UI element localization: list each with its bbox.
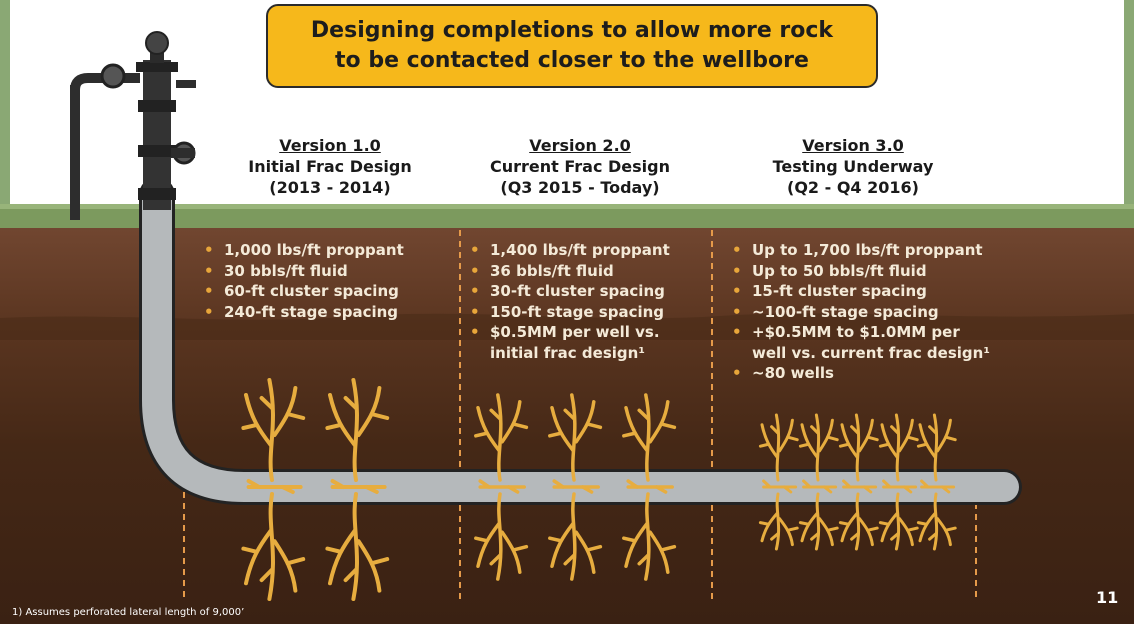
version-2-header: Version 2.0 Current Frac Design (Q3 2015… xyxy=(465,135,695,198)
bullet-item-continuation: initial frac design¹ xyxy=(490,343,645,362)
bullet-item: $0.5MM per well vs. xyxy=(466,322,670,343)
version-subtitle: Testing Underway xyxy=(772,157,934,176)
bullet-item: 1,000 lbs/ft proppant xyxy=(200,240,404,261)
bullet-item: 30-ft cluster spacing xyxy=(466,281,670,302)
fracture-icon xyxy=(241,378,306,601)
version-2-bullets: 1,400 lbs/ft proppant 36 bbls/ft fluid 3… xyxy=(466,240,670,363)
bullet-item: 36 bbls/ft fluid xyxy=(466,261,670,282)
version-1-bullets: 1,000 lbs/ft proppant 30 bbls/ft fluid 6… xyxy=(200,240,404,322)
footnote: 1) Assumes perforated lateral length of … xyxy=(12,607,245,618)
bullet-item: 15-ft cluster spacing xyxy=(728,281,990,302)
version-subtitle: Current Frac Design xyxy=(489,157,670,176)
left-border-bar xyxy=(0,0,10,212)
bullet-item: +$0.5MM to $1.0MM per xyxy=(728,322,990,343)
version-period: (2013 - 2014) xyxy=(269,178,391,197)
title-line-2: to be contacted closer to the wellbore xyxy=(335,48,809,73)
right-border-bar xyxy=(1124,0,1134,212)
version-name: Version 2.0 xyxy=(529,136,631,155)
fracture-icon xyxy=(622,393,677,581)
fracture-network xyxy=(241,378,957,601)
bullet-item: Up to 1,700 lbs/ft proppant xyxy=(728,240,990,261)
fracture-icon xyxy=(325,378,390,601)
fracture-icon xyxy=(548,393,603,581)
wellhead-icon xyxy=(70,31,196,220)
bullet-item: ~80 wells xyxy=(728,363,990,384)
fracture-icon xyxy=(798,413,839,551)
version-1-header: Version 1.0 Initial Frac Design (2013 - … xyxy=(215,135,445,198)
version-name: Version 1.0 xyxy=(279,136,381,155)
version-name: Version 3.0 xyxy=(802,136,904,155)
fracture-icon xyxy=(878,413,919,551)
fracture-icon xyxy=(838,413,879,551)
bullet-item: 1,400 lbs/ft proppant xyxy=(466,240,670,261)
version-3-header: Version 3.0 Testing Underway (Q2 - Q4 20… xyxy=(738,135,968,198)
bullet-item: 30 bbls/ft fluid xyxy=(200,261,404,282)
version-period: (Q2 - Q4 2016) xyxy=(787,178,919,197)
bullet-item: Up to 50 bbls/ft fluid xyxy=(728,261,990,282)
bullet-item: 60-ft cluster spacing xyxy=(200,281,404,302)
fracture-icon xyxy=(758,413,799,551)
version-period: (Q3 2015 - Today) xyxy=(500,178,660,197)
fracture-icon xyxy=(474,393,529,581)
version-subtitle: Initial Frac Design xyxy=(248,157,412,176)
bullet-item: 150-ft stage spacing xyxy=(466,302,670,323)
bullet-item: ~100-ft stage spacing xyxy=(728,302,990,323)
version-3-bullets: Up to 1,700 lbs/ft proppant Up to 50 bbl… xyxy=(728,240,990,384)
ground-highlight xyxy=(0,204,1134,209)
wellbore-pipe xyxy=(142,180,1019,502)
title-banner: Designing completions to allow more rock… xyxy=(266,4,878,88)
fracture-icon xyxy=(916,413,957,551)
bullet-item-continuation: well vs. current frac design¹ xyxy=(752,343,990,362)
title-line-1: Designing completions to allow more rock xyxy=(310,18,834,43)
bullet-item: 240-ft stage spacing xyxy=(200,302,404,323)
page-number: 11 xyxy=(1096,588,1119,607)
